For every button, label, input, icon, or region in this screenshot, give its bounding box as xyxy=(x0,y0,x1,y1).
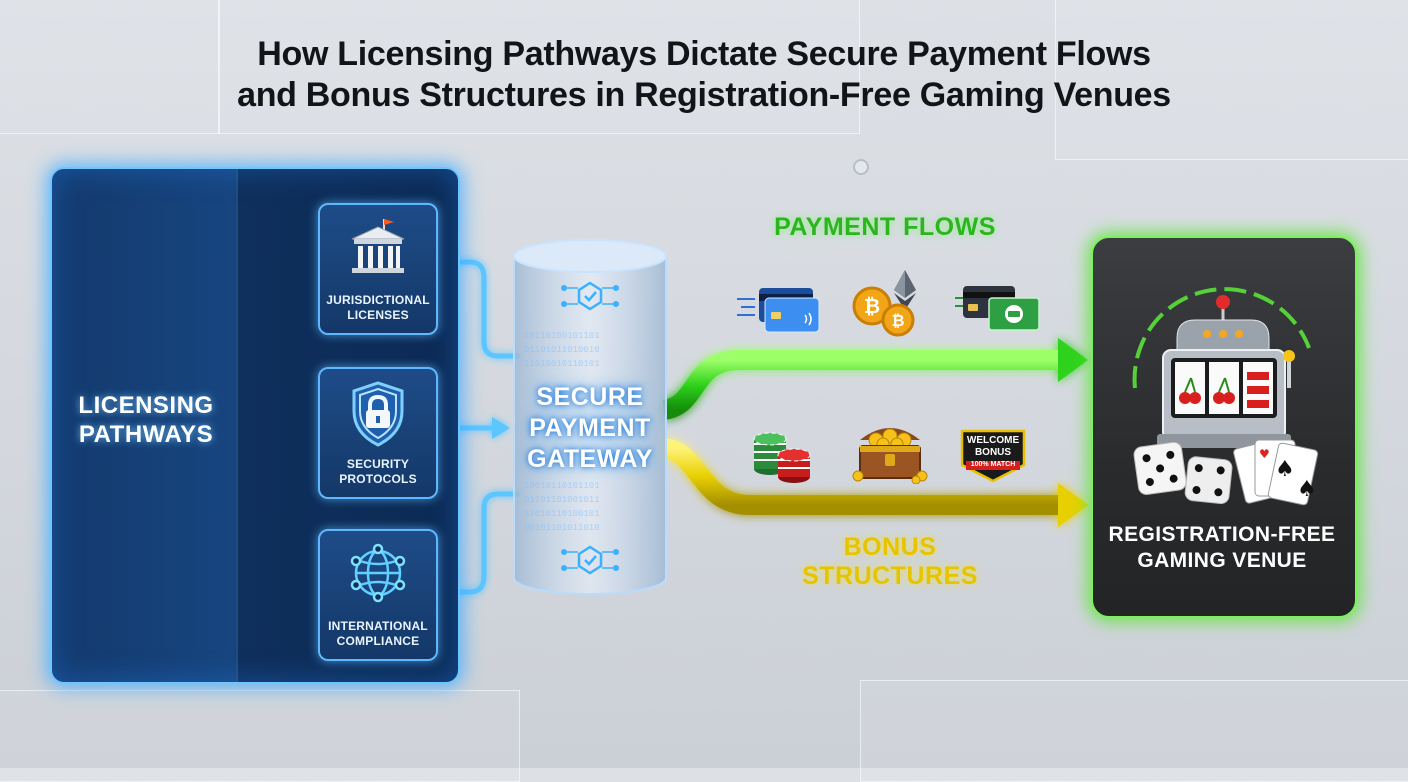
background-panel xyxy=(860,680,1408,782)
gaming-venue-label: REGISTRATION-FREE GAMING VENUE xyxy=(1091,522,1353,574)
background-panel xyxy=(218,0,860,134)
svg-text:♥: ♥ xyxy=(1259,447,1270,461)
page-title: How Licensing Pathways Dictate Secure Pa… xyxy=(0,34,1408,116)
welcome-badge-text: WELCOME BONUS 100% MATCH xyxy=(956,435,1030,470)
background-panel xyxy=(0,0,220,134)
svg-text:11010110100101: 11010110100101 xyxy=(524,509,600,519)
card-label-line-2: COMPLIANCE xyxy=(336,634,420,648)
bonus-structures-label: BONUS STRUCTURES xyxy=(790,533,990,591)
title-line-1: How Licensing Pathways Dictate Secure Pa… xyxy=(257,35,1151,73)
card-label: INTERNATIONAL COMPLIANCE xyxy=(320,619,436,649)
panel-divider xyxy=(236,169,238,682)
background-panel xyxy=(0,690,520,782)
checkmark-hexagon-icon xyxy=(561,545,619,575)
svg-text:01101011010010: 01101011010010 xyxy=(524,345,600,355)
gateway-label-line-1: SECURE xyxy=(536,383,644,411)
card-label-line-2: PROTOCOLS xyxy=(339,472,417,486)
bonus-label-line-2: STRUCTURES xyxy=(802,562,978,590)
security-protocols-card: SECURITY PROTOCOLS xyxy=(318,367,438,499)
licensing-label-line-2: PATHWAYS xyxy=(78,421,214,448)
payment-flow-arrow xyxy=(661,350,1062,420)
svg-text:01101101001011: 01101101001011 xyxy=(524,495,600,505)
treasure-chest-icon xyxy=(852,428,928,484)
welcome-badge-line-3: 100% MATCH xyxy=(970,461,1016,468)
arrow-head xyxy=(492,417,510,439)
card-label-line-1: INTERNATIONAL xyxy=(328,619,428,633)
slot-machine-dice-cards-illustration: ♠ ♥ ♠ xyxy=(1132,287,1319,506)
svg-text:₿: ₿ xyxy=(864,294,880,318)
gateway-label-line-2: PAYMENT xyxy=(529,414,651,442)
svg-text:10110100101101: 10110100101101 xyxy=(524,331,600,341)
card-label: SECURITY PROTOCOLS xyxy=(320,457,436,487)
svg-text:₿: ₿ xyxy=(891,311,904,330)
card-label-line-1: SECURITY xyxy=(346,457,410,471)
globe-network-icon xyxy=(350,543,406,603)
card-label: JURISDICTIONAL LICENSES xyxy=(320,293,436,323)
credit-card-icon xyxy=(737,288,820,333)
licensing-pathways-label: LICENSING PATHWAYS xyxy=(60,391,232,449)
gateway-label-line-3: GATEWAY xyxy=(527,445,653,473)
secure-payment-gateway-label: SECURE PAYMENT GATEWAY xyxy=(510,382,670,475)
bank-building-icon xyxy=(351,219,405,273)
secure-payment-gateway-cylinder: 10110100101101 01101011010010 11010010110… xyxy=(513,239,667,595)
casino-chips-icon xyxy=(753,432,811,483)
background-panel xyxy=(1055,0,1408,160)
jurisdictional-licenses-card: JURISDICTIONAL LICENSES xyxy=(318,203,438,335)
svg-text:00101101011010: 00101101011010 xyxy=(524,523,600,533)
cash-card-icon xyxy=(955,286,1040,331)
background-rivet xyxy=(853,159,869,175)
card-label-line-1: JURISDICTIONAL xyxy=(326,293,430,307)
venue-label-line-2: GAMING VENUE xyxy=(1137,549,1307,572)
venue-label-line-1: REGISTRATION-FREE xyxy=(1108,523,1336,546)
card-label-line-2: LICENSES xyxy=(347,308,409,322)
bonus-flow-arrowhead xyxy=(1058,483,1088,527)
svg-text:♠: ♠ xyxy=(1297,477,1317,502)
svg-text:♠: ♠ xyxy=(1275,457,1295,482)
licensing-pathways-panel: LICENSING PATHWAYS JURISDICTIONAL LICENS… xyxy=(50,167,460,684)
crypto-coins-icon: ₿ ₿ xyxy=(852,270,916,337)
international-compliance-card: INTERNATIONAL COMPLIANCE xyxy=(318,529,438,661)
welcome-badge-line-1: WELCOME xyxy=(966,435,1020,446)
licensing-label-line-1: LICENSING xyxy=(78,392,214,419)
bonus-label-line-1: BONUS xyxy=(843,533,937,561)
registration-free-gaming-venue-panel: ♠ ♥ ♠ xyxy=(1091,236,1357,618)
svg-text:11010010110101: 11010010110101 xyxy=(524,359,600,369)
welcome-bonus-badge-icon: WELCOME BONUS 100% MATCH xyxy=(956,425,1030,483)
svg-text:10010110101101: 10010110101101 xyxy=(524,481,600,491)
payment-flow-arrowhead xyxy=(1058,338,1088,382)
payment-flows-label: PAYMENT FLOWS xyxy=(774,213,996,241)
shield-lock-icon xyxy=(352,381,404,447)
title-line-2: and Bonus Structures in Registration-Fre… xyxy=(237,76,1171,114)
checkmark-hexagon-icon xyxy=(561,281,619,311)
welcome-badge-line-2: BONUS xyxy=(974,447,1012,458)
